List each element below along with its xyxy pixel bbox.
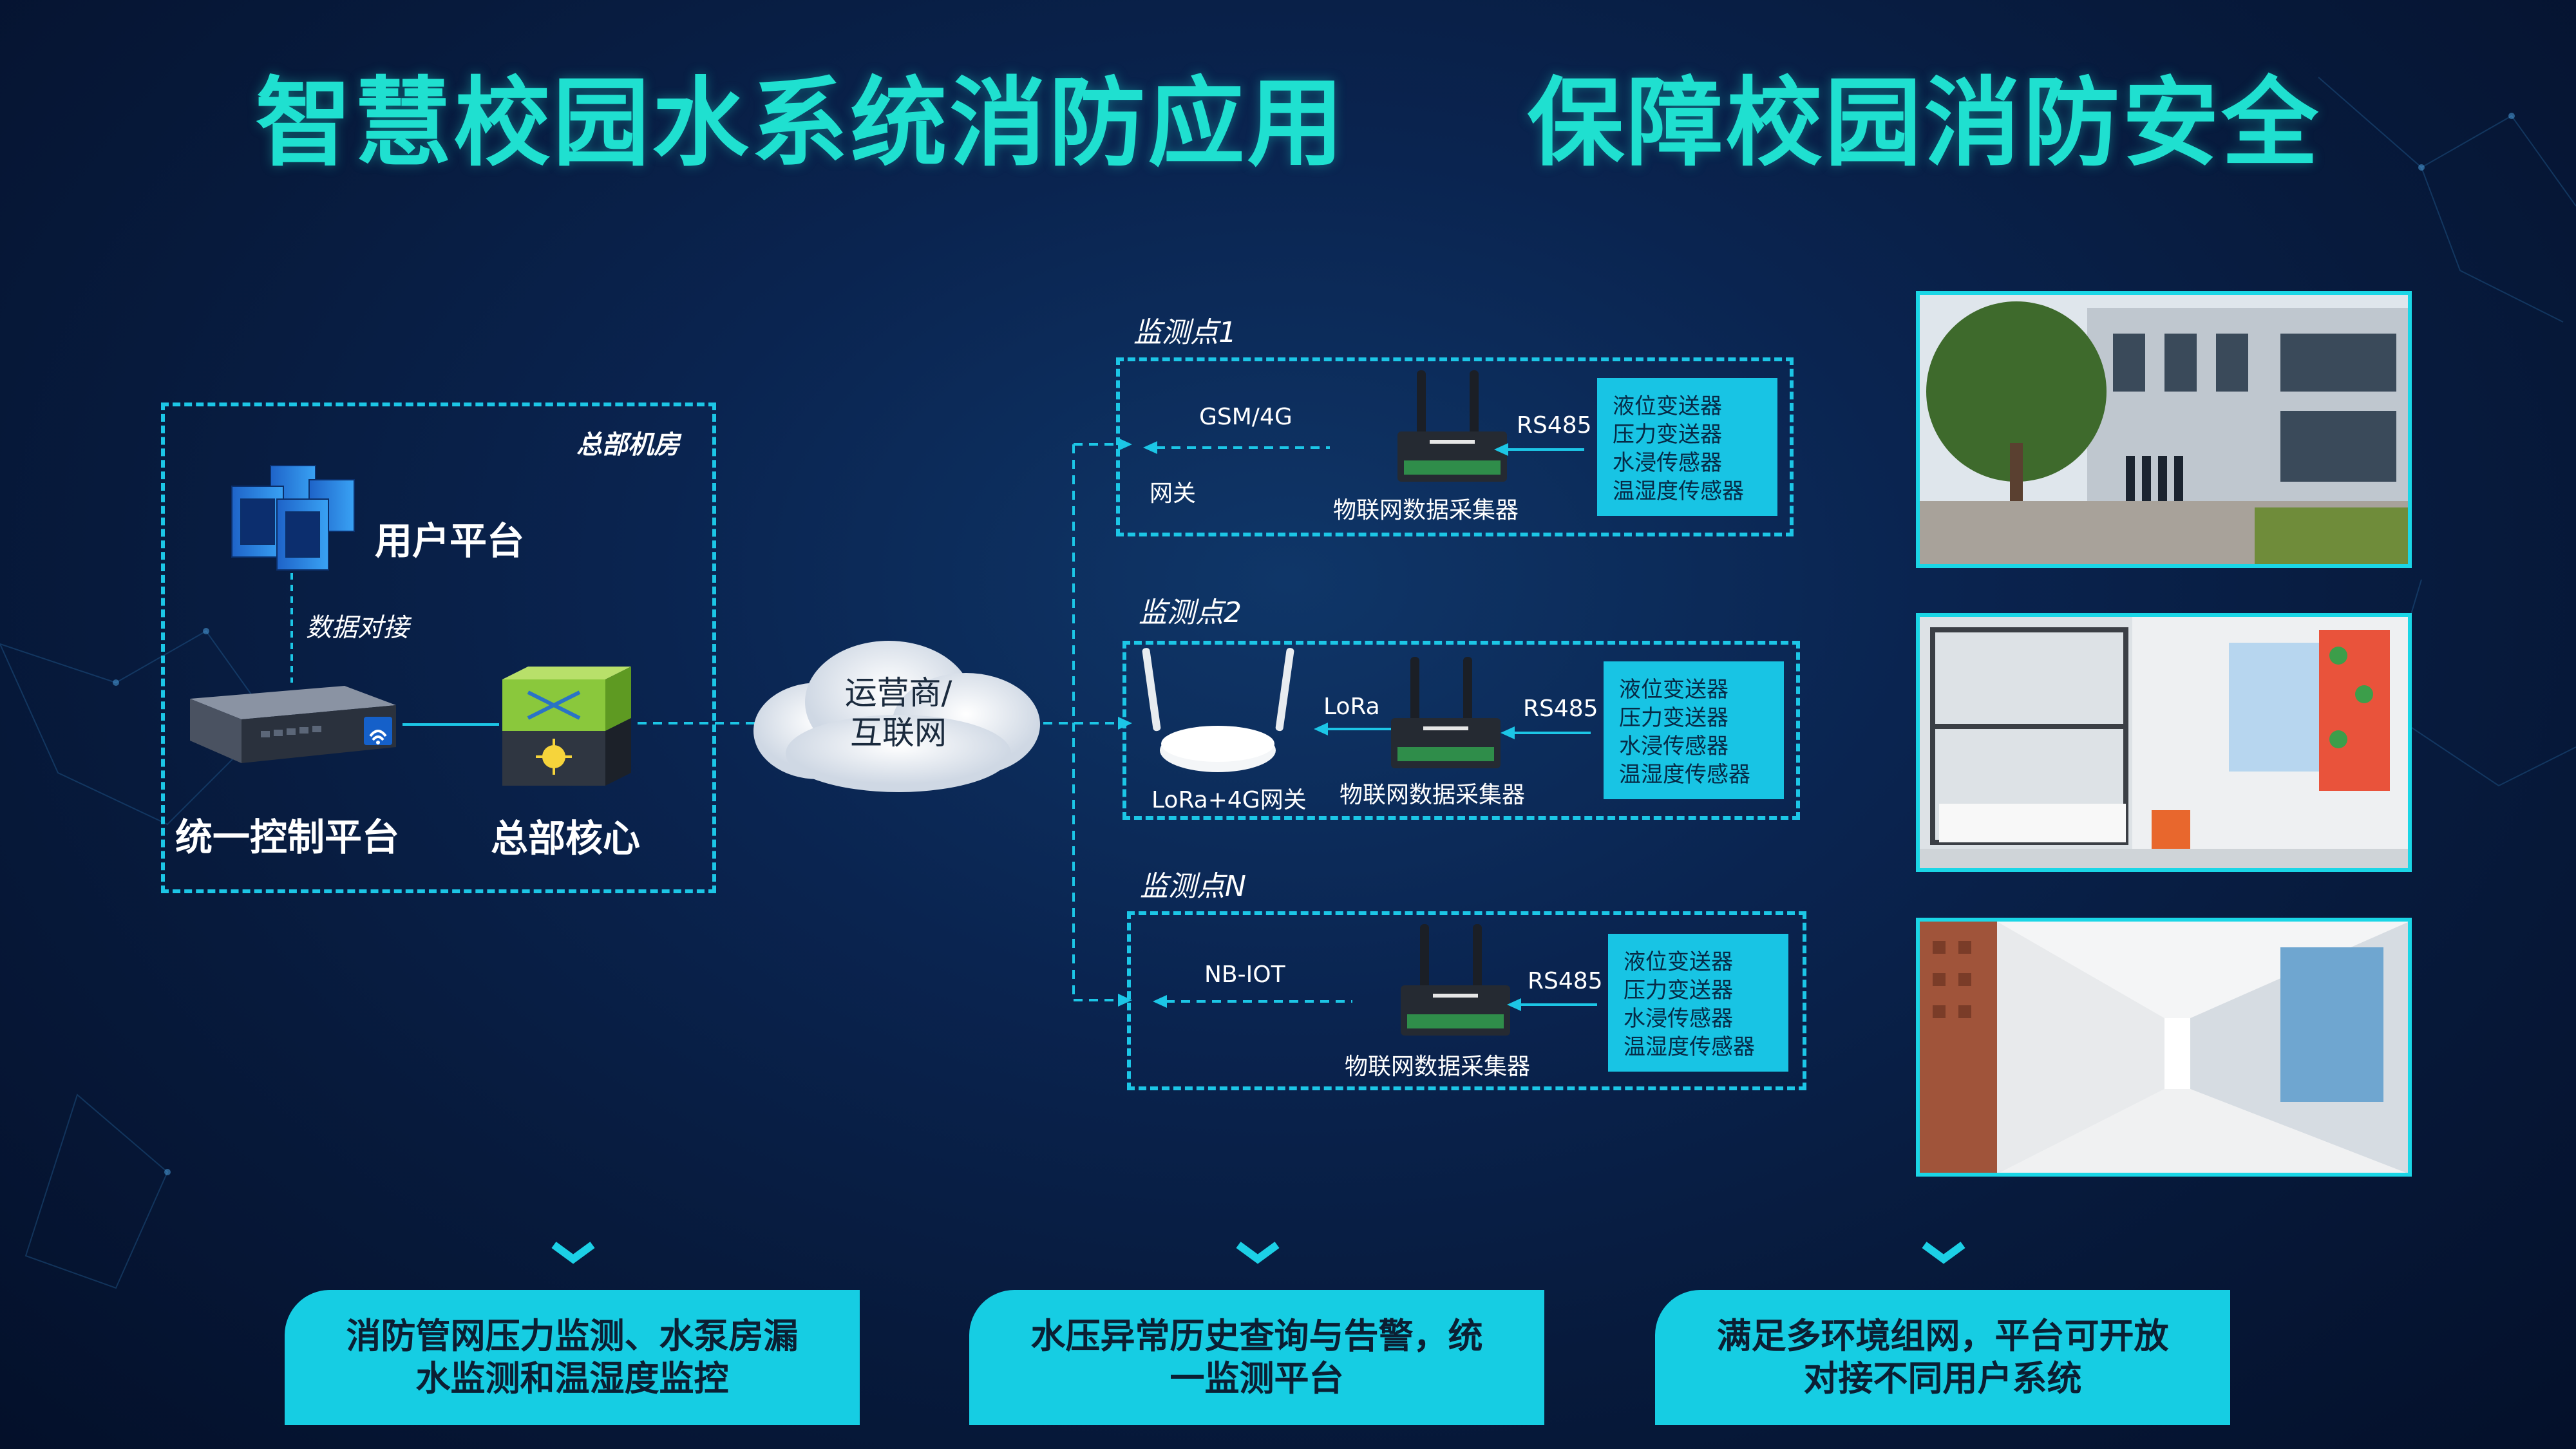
site-1-link-label: GSM/4G: [1199, 404, 1293, 430]
server-stack-icon: [231, 465, 355, 571]
hq-room-label: 总部机房: [576, 430, 679, 460]
cloud-label: 运营商/ 互联网: [782, 673, 1014, 753]
site-2-gateway-label: LoRa+4G网关: [1151, 787, 1307, 813]
feature-box-alarm: 水压异常历史查询与告警，统一监测平台: [969, 1290, 1544, 1425]
chevron-down-icon: [1922, 1242, 1965, 1264]
chevron-down-icon: [551, 1242, 595, 1264]
site-2-box: [1122, 641, 1800, 820]
site-1-link-arrow: [1143, 441, 1330, 454]
data-link-label: 数据对接: [306, 613, 409, 643]
sensor-item: 压力变送器: [1619, 705, 1728, 731]
sensor-item: 温湿度传感器: [1624, 1034, 1755, 1060]
dormitory-image: [1920, 617, 2408, 868]
sensor-item: 液位变送器: [1619, 677, 1728, 703]
site-n-collector-label: 物联网数据采集器: [1345, 1054, 1531, 1080]
sensor-item: 水浸传感器: [1613, 450, 1722, 476]
iot-collector-icon: [1397, 370, 1507, 482]
core-label: 总部核心: [491, 817, 641, 860]
site-1-bus-arrow: [1494, 443, 1584, 456]
feature-box-networking: 满足多环境组网，平台可开放对接不同用户系统: [1655, 1290, 2230, 1425]
control-platform-label: 统一控制平台: [175, 815, 400, 859]
site-2-link-label: LoRa: [1323, 694, 1380, 720]
corridor-photo: [1916, 918, 2412, 1177]
cloud-label-line2: 互联网: [850, 714, 947, 752]
sensor-item: 压力变送器: [1613, 422, 1722, 448]
site-1-gateway-label: 网关: [1150, 480, 1197, 507]
sensor-item: 温湿度传感器: [1619, 762, 1750, 788]
cloud-label-line1: 运营商/: [844, 674, 952, 712]
site-n-box: [1127, 911, 1806, 1090]
campus-building-image: [1920, 295, 2408, 564]
site-2-collector-label: 物联网数据采集器: [1340, 782, 1526, 808]
feature-box-monitoring: 消防管网压力监测、水泵房漏水监测和温湿度监控: [285, 1290, 860, 1425]
sensor-item: 液位变送器: [1624, 949, 1733, 975]
hq-internal-link: [402, 723, 499, 726]
site-1-bus-label: RS485: [1517, 412, 1592, 439]
feature-2-line1: 水压异常历史查询与告警，统: [1030, 1316, 1483, 1356]
feature-1-line2: 水监测和温湿度监控: [415, 1358, 729, 1399]
iot-collector-icon: [1391, 657, 1501, 768]
sensor-item: 水浸传感器: [1619, 734, 1728, 759]
site-n-bus-label: RS485: [1528, 968, 1603, 994]
site-2-title: 监测点2: [1139, 596, 1242, 629]
corridor-image: [1920, 922, 2408, 1173]
site-n-link-arrow: [1153, 995, 1352, 1008]
sensor-item: 水浸传感器: [1624, 1006, 1733, 1032]
data-link-connector: [290, 573, 293, 683]
site-2-bus-arrow: [1501, 726, 1591, 739]
feature-1-line1: 消防管网压力监测、水泵房漏: [346, 1316, 799, 1356]
site-2-sensor-list: 液位变送器 压力变送器 水浸传感器 温湿度传感器: [1604, 661, 1784, 799]
sensor-item: 压力变送器: [1624, 978, 1733, 1003]
chevron-down-icon: [1236, 1242, 1280, 1264]
feature-3-line1: 满足多环境组网，平台可开放: [1716, 1316, 2169, 1356]
cloud-icon: [753, 641, 1040, 792]
site-1-title: 监测点1: [1133, 316, 1236, 349]
site-1-collector-label: 物联网数据采集器: [1333, 497, 1519, 524]
router-icon: [1142, 648, 1294, 772]
campus-building-photo: [1916, 291, 2412, 568]
sensor-item: 温湿度传感器: [1613, 478, 1744, 504]
site-n-link-label: NB-IOT: [1204, 961, 1285, 988]
hq-server-room-box: [161, 402, 716, 893]
page-title: 智慧校园水系统消防应用 保障校园消防安全: [255, 68, 2321, 180]
feature-3-line2: 对接不同用户系统: [1803, 1358, 2082, 1399]
dormitory-photo: [1916, 613, 2412, 872]
user-platform-label: 用户平台: [375, 519, 525, 563]
feature-2-line2: 一监测平台: [1170, 1358, 1344, 1399]
site-1-box: [1116, 357, 1794, 536]
core-switch-icon: [502, 667, 631, 786]
site-n-title: 监测点N: [1140, 870, 1246, 903]
rack-server-icon: [190, 686, 396, 763]
site-2-bus-label: RS485: [1523, 696, 1598, 722]
site-n-sensor-list: 液位变送器 压力变送器 水浸传感器 温湿度传感器: [1608, 934, 1788, 1072]
site-1-sensor-list: 液位变送器 压力变送器 水浸传感器 温湿度传感器: [1597, 378, 1777, 516]
iot-collector-icon: [1401, 924, 1510, 1036]
sensor-item: 液位变送器: [1613, 393, 1722, 419]
site-n-bus-arrow: [1507, 998, 1597, 1011]
hq-to-cloud-link: [638, 722, 760, 724]
